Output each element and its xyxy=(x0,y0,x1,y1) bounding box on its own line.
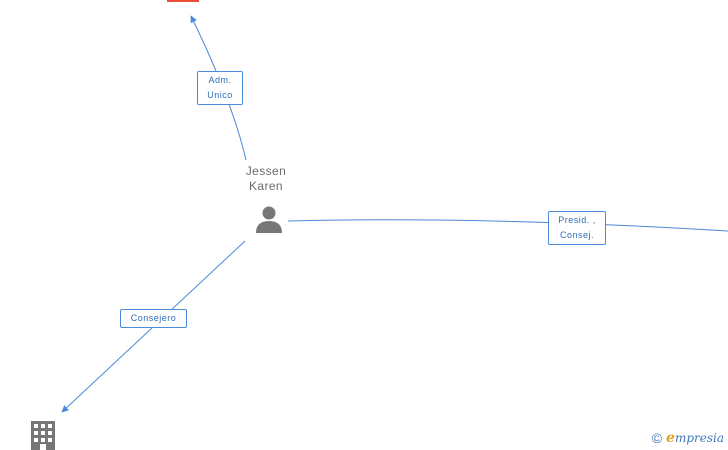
brand-initial: e xyxy=(666,430,675,446)
edge-presid-consej xyxy=(287,219,728,232)
person-name-line2: Karen xyxy=(248,179,284,193)
edge-label-adm-unico[interactable]: Adm. Unico xyxy=(197,71,243,105)
edge-label-presid-line1: Presid. , xyxy=(558,215,596,225)
copyright-symbol: © xyxy=(651,430,663,446)
edge-label-presid-consej[interactable]: Presid. , Consej. xyxy=(548,211,606,245)
cut-off-node-marker xyxy=(167,0,199,2)
person-icon[interactable] xyxy=(254,204,284,234)
building-icon[interactable] xyxy=(31,421,55,450)
edge-label-presid-line2: Consej. xyxy=(559,230,594,240)
person-name-label: Jessen Karen xyxy=(230,164,302,194)
empresia-watermark: © empresia xyxy=(652,430,724,446)
brand-logo: empresia xyxy=(666,430,724,446)
edge-label-consejero[interactable]: Consejero xyxy=(120,309,187,328)
brand-name: mpresia xyxy=(674,431,724,445)
edge-label-consejero-text: Consejero xyxy=(130,313,177,323)
person-name-line1: Jessen xyxy=(245,164,287,178)
edge-label-adm-line1: Adm. xyxy=(208,75,232,85)
edge-label-adm-line2: Unico xyxy=(207,90,233,100)
